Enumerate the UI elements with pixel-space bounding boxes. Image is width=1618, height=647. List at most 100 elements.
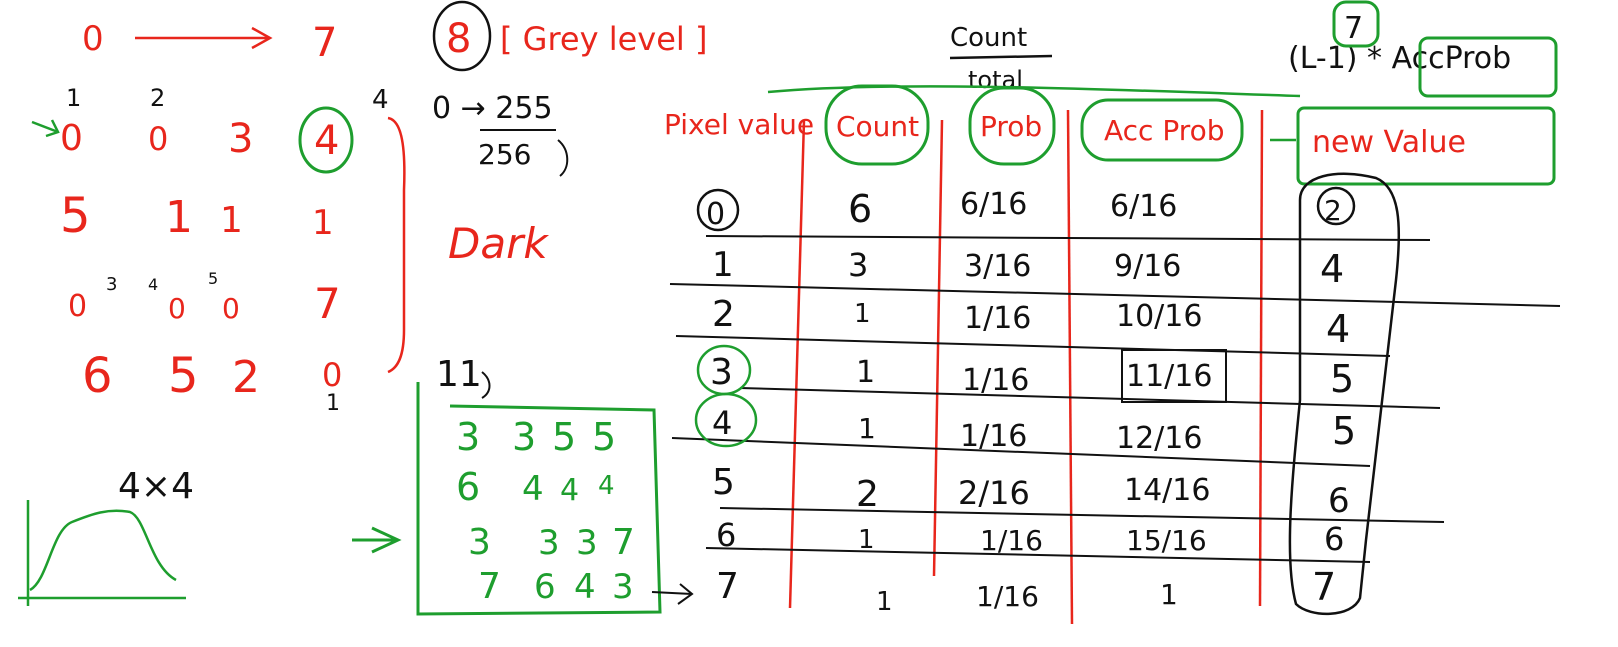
input-cell: 1 bbox=[220, 200, 243, 241]
cell-prob: 2/16 bbox=[958, 474, 1030, 512]
cell-new-value: 7 bbox=[1312, 565, 1336, 609]
cell-prob: 1/16 bbox=[962, 363, 1029, 398]
input-cell: 1 bbox=[312, 203, 334, 243]
cell-acc-prob: 10/16 bbox=[1116, 299, 1202, 334]
input-cell: 1 bbox=[165, 192, 193, 243]
output-cell: 3 bbox=[468, 522, 491, 563]
histogram-sketch bbox=[18, 500, 186, 606]
output-cell: 5 bbox=[592, 415, 616, 459]
input-cell: 0 bbox=[68, 289, 87, 324]
cell-count: 3 bbox=[848, 246, 868, 284]
output-cell: 6 bbox=[534, 567, 556, 607]
output-cell: 4 bbox=[522, 469, 544, 509]
cell-count: 1 bbox=[854, 299, 871, 329]
cell-acc-prob: 14/16 bbox=[1124, 473, 1210, 508]
cell-acc-prob: 12/16 bbox=[1116, 421, 1202, 456]
range-annotation: 0 7 bbox=[82, 19, 337, 66]
output-cell: 5 bbox=[552, 415, 576, 459]
input-cell: 7 bbox=[314, 279, 341, 328]
cell-pixel: 2 bbox=[712, 294, 735, 335]
grey-level-label: [ Grey level ] bbox=[500, 20, 707, 58]
cell-new-value: 2 bbox=[1324, 194, 1342, 227]
cell-count: 1 bbox=[876, 587, 893, 617]
cell-prob: 1/16 bbox=[960, 419, 1027, 454]
cell-new-value: 4 bbox=[1320, 247, 1344, 291]
cell-count: 1 bbox=[858, 525, 875, 555]
cell-acc-prob: 11/16 bbox=[1126, 359, 1212, 394]
output-cell: 3 bbox=[538, 523, 560, 563]
input-cell: 2 bbox=[232, 352, 260, 403]
output-cell: 3 bbox=[576, 523, 598, 563]
cell-new-value: 6 bbox=[1328, 481, 1350, 521]
size-label: 4×4 bbox=[118, 466, 194, 507]
input-cell: 0 bbox=[168, 292, 186, 325]
cell-prob: 1/16 bbox=[976, 580, 1039, 613]
bottom-mark: 1 bbox=[326, 391, 340, 416]
cell-pixel: 3 bbox=[710, 352, 733, 393]
cell-prob: 1/16 bbox=[980, 524, 1043, 557]
exponent-mark: 5 bbox=[208, 269, 218, 288]
input-cell: 5 bbox=[168, 348, 199, 404]
cell-new-value: 5 bbox=[1332, 409, 1356, 453]
header-pixel-value: Pixel value bbox=[664, 108, 814, 141]
header-count: Count bbox=[836, 110, 919, 143]
grey-range-total: 256 bbox=[478, 138, 531, 171]
cell-pixel: 0 bbox=[706, 197, 725, 232]
range-start: 0 bbox=[82, 19, 104, 59]
header-new-value: new Value bbox=[1312, 125, 1466, 160]
output-cell: 4 bbox=[598, 471, 615, 501]
input-cell: 0 bbox=[60, 118, 83, 159]
pointer-arrow bbox=[31, 119, 60, 138]
grey-range-text: 0 → 255 bbox=[432, 91, 553, 126]
cell-new-value: 4 bbox=[1326, 307, 1350, 351]
output-cell: 3 bbox=[456, 415, 480, 459]
range-end: 7 bbox=[312, 20, 337, 66]
output-cell: 3 bbox=[612, 567, 634, 607]
cell-prob: 3/16 bbox=[964, 249, 1031, 284]
output-cell: 7 bbox=[478, 566, 501, 607]
cell-count: 2 bbox=[856, 474, 879, 515]
cell-prob: 6/16 bbox=[960, 187, 1027, 222]
output-matrix: 3 3 5 5 6 4 4 4 3 3 3 7 7 6 4 3 bbox=[456, 415, 635, 607]
output-head: 11 bbox=[436, 354, 482, 395]
input-cell: 0 bbox=[148, 120, 168, 158]
output-cell: 6 bbox=[456, 465, 480, 509]
cell-pixel: 5 bbox=[712, 462, 735, 503]
input-cell: 6 bbox=[82, 348, 113, 404]
cell-prob: 1/16 bbox=[964, 301, 1031, 336]
equalization-table: Pixel value Count Prob Acc Prob new Valu… bbox=[664, 84, 1561, 625]
cell-new-value: 6 bbox=[1324, 520, 1344, 558]
matrix-brace bbox=[387, 116, 406, 374]
cell-pixel: 1 bbox=[712, 245, 734, 285]
output-cell: 3 bbox=[512, 415, 536, 459]
input-matrix: 0 0 3 4 5 1 1 1 0 0 0 7 3 4 5 6 5 2 0 1 bbox=[60, 106, 354, 416]
col-mark-a: 1 bbox=[66, 84, 81, 112]
cell-pixel: 7 bbox=[716, 566, 739, 607]
output-section: 11 3 3 5 5 6 4 4 4 3 3 3 7 7 6 4 3 bbox=[352, 354, 694, 616]
input-cell: 3 bbox=[228, 116, 253, 162]
cell-pixel: 4 bbox=[712, 404, 732, 442]
highlight-circle bbox=[432, 0, 492, 72]
cell-count: 1 bbox=[856, 355, 875, 390]
output-cell: 4 bbox=[574, 567, 596, 607]
highlight-circle bbox=[298, 106, 354, 174]
header-prob: Prob bbox=[980, 110, 1042, 143]
grey-level-count: 8 bbox=[446, 16, 471, 62]
exponent-mark: 3 bbox=[106, 274, 117, 295]
formula-lhs: (L-1) * AccProb bbox=[1288, 41, 1511, 76]
dark-label: Dark bbox=[448, 219, 549, 268]
header-acc-prob: Acc Prob bbox=[1104, 114, 1225, 147]
exponent-mark: 4 bbox=[148, 275, 158, 294]
side-mark: 4 bbox=[372, 85, 389, 115]
input-cell: 0 bbox=[322, 356, 342, 394]
output-cell: 7 bbox=[612, 522, 635, 563]
cell-acc-prob: 9/16 bbox=[1114, 249, 1181, 284]
formula: Count total (L-1) * AccProb 7 bbox=[767, 0, 1558, 98]
output-box bbox=[416, 382, 662, 616]
col-mark-b: 2 bbox=[150, 84, 165, 112]
cell-acc-prob: 6/16 bbox=[1110, 189, 1177, 224]
output-cell: 4 bbox=[560, 473, 579, 508]
input-cell: 0 bbox=[222, 292, 240, 325]
formula-top-value: 7 bbox=[1344, 11, 1363, 46]
